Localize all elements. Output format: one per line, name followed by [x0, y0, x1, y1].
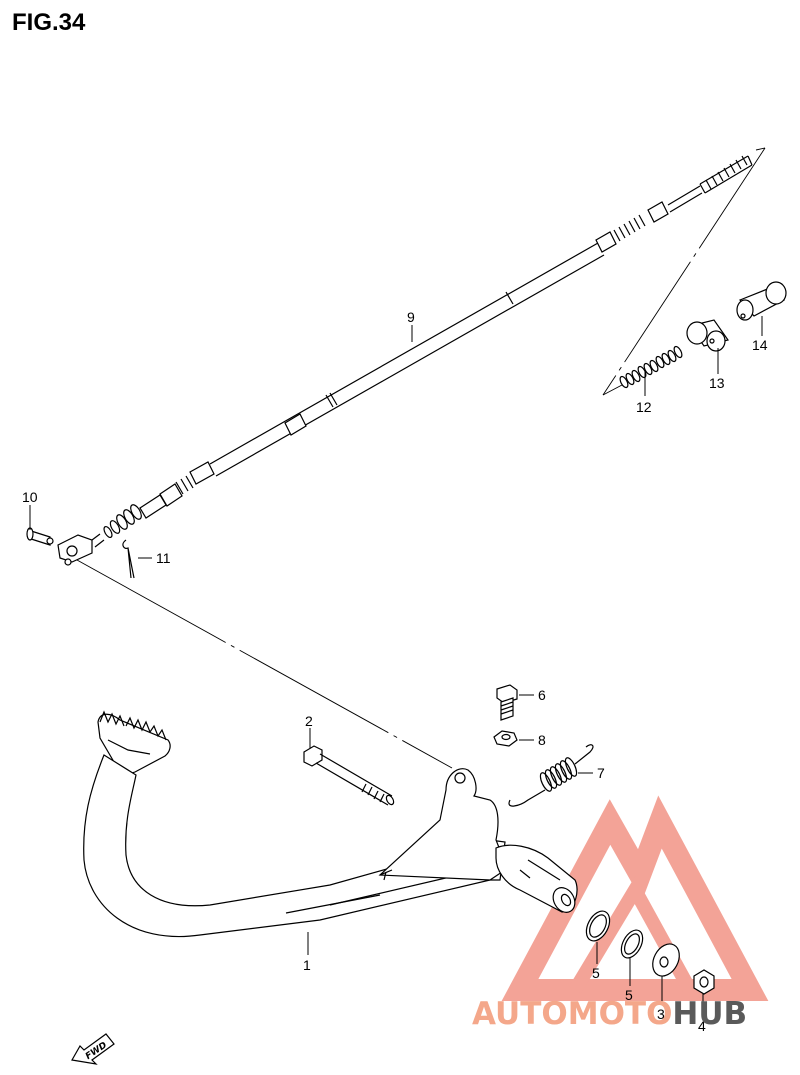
cable-pin[interactable]: [736, 281, 787, 321]
cable-joint[interactable]: [686, 319, 729, 352]
callout-12: 12: [636, 399, 652, 415]
watermark-hub: HUB: [672, 996, 747, 1032]
figure-title: FIG.34: [12, 9, 86, 36]
small-nut[interactable]: [493, 730, 518, 747]
thick-washer[interactable]: [647, 939, 684, 980]
return-spring[interactable]: [508, 744, 594, 807]
return-spring-small[interactable]: [619, 345, 684, 389]
washer-a[interactable]: [582, 907, 615, 945]
callout-4: 4: [698, 1018, 706, 1034]
flange-nut[interactable]: [693, 969, 715, 995]
callout-11: 11: [156, 550, 171, 566]
callout-6: 7: [597, 765, 605, 781]
callout-13: 13: [709, 375, 725, 391]
pivot-bolt[interactable]: [303, 745, 395, 806]
fwd-arrow-icon: FWD: [71, 1033, 115, 1065]
brake-cable[interactable]: [57, 155, 753, 566]
callout-2: 2: [305, 713, 313, 729]
callout-7: 6: [538, 687, 546, 703]
callout-5a: 5: [592, 965, 600, 981]
watermark-auto: AUTO: [472, 996, 568, 1032]
cotter-pin[interactable]: [122, 539, 135, 579]
callout-3: 3: [657, 1006, 665, 1022]
watermark-text: AUTOMOTOHUB: [472, 996, 747, 1032]
guide-lines: [76, 147, 766, 769]
callout-labels: 9 10 11 12 13 14 6 8 7 2 1 5 5 3 4: [22, 309, 768, 1034]
callout-5b: 5: [625, 987, 633, 1003]
washer-b[interactable]: [617, 927, 647, 962]
small-bolt[interactable]: [496, 684, 518, 721]
clevis-pin[interactable]: [26, 527, 54, 546]
brake-pedal[interactable]: [83, 710, 579, 937]
watermark-moto: MOTO: [568, 996, 673, 1032]
callout-8: 8: [538, 732, 546, 748]
callout-9: 9: [407, 309, 415, 325]
svg-text:AUTOMOTOHUB: AUTOMOTOHUB: [472, 996, 747, 1032]
leader-lines: [29, 316, 763, 1016]
callout-10: 10: [22, 489, 38, 505]
callout-14: 14: [752, 337, 768, 353]
callout-1: 1: [303, 957, 311, 973]
